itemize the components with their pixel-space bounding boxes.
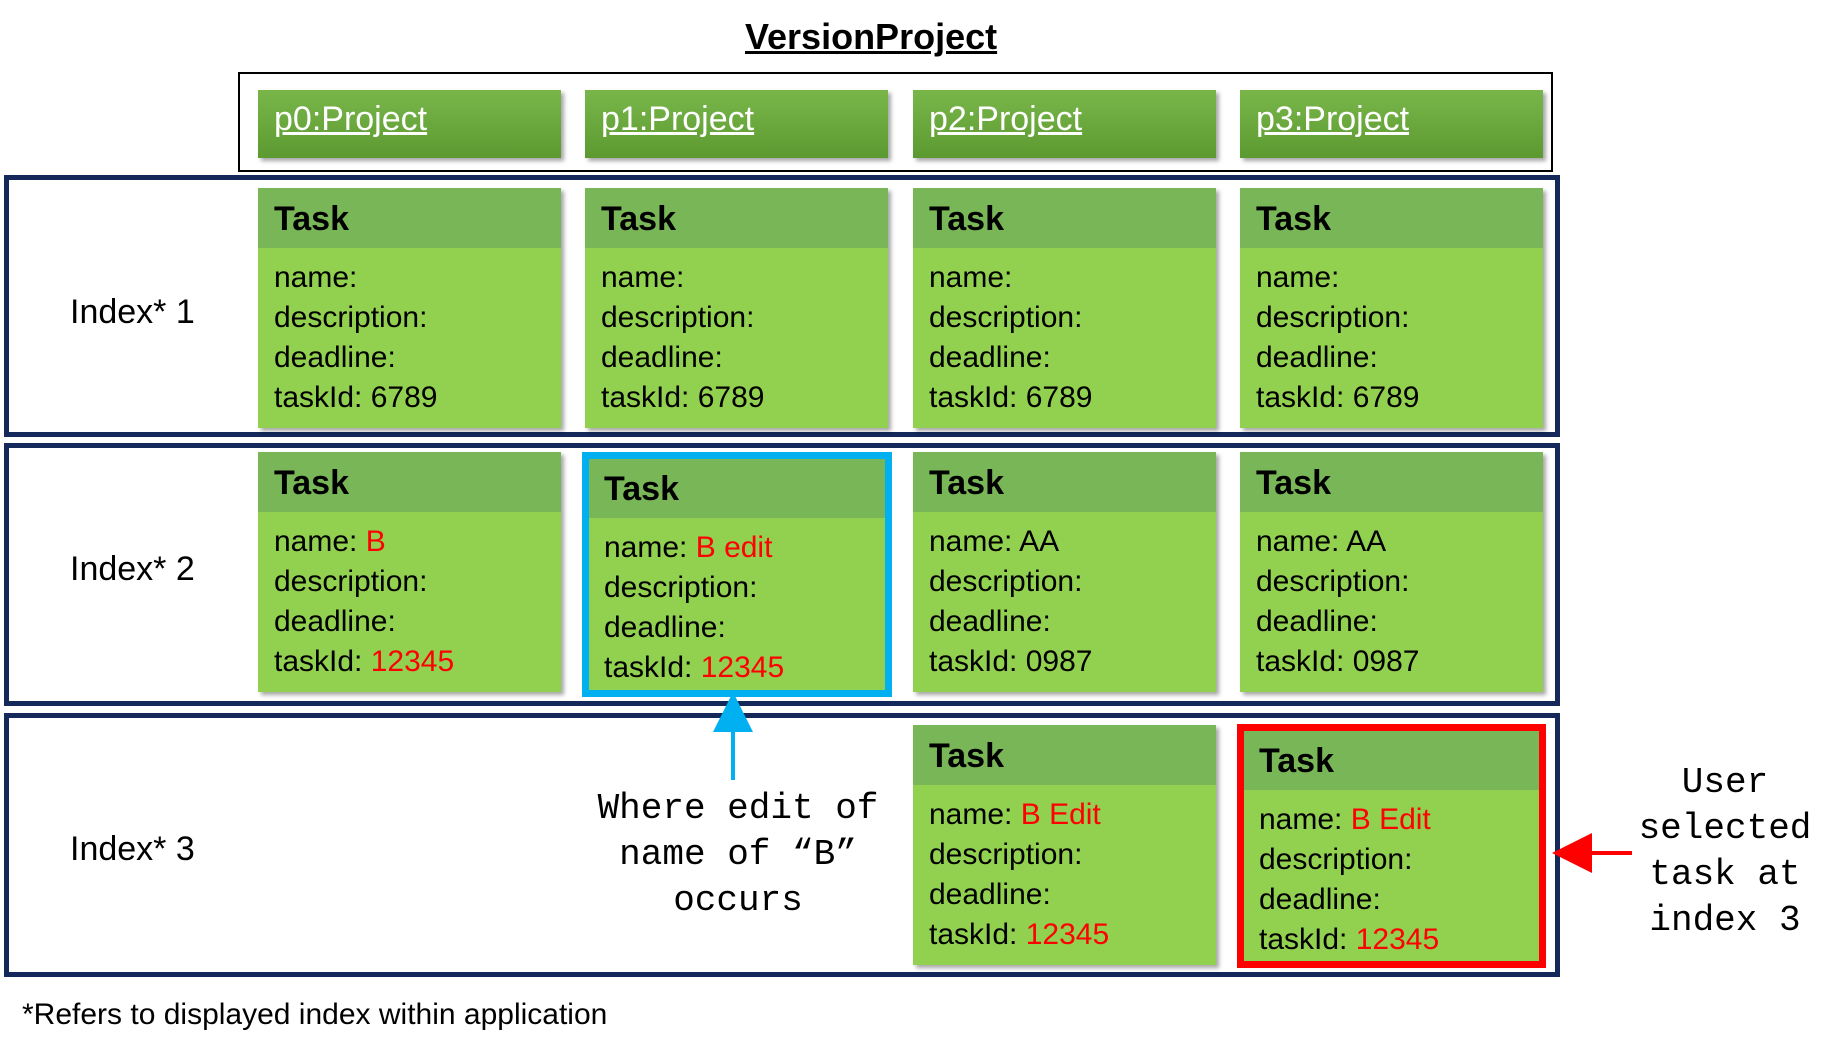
- edit-location-note: Where edit of name of “B” occurs: [597, 788, 879, 921]
- selected-highlight-box: [1237, 724, 1546, 968]
- row-label-index-3: Index* 3: [70, 830, 195, 868]
- row-label-index-1: Index* 1: [70, 293, 195, 331]
- task-id: 0987: [1352, 645, 1420, 678]
- name-label: name:: [929, 525, 1020, 558]
- name-label: name:: [601, 261, 685, 294]
- task-id: 6789: [1025, 381, 1093, 414]
- deadline-label: deadline:: [929, 605, 1051, 638]
- taskid-label: taskId:: [1256, 645, 1353, 678]
- task-header: Task: [258, 452, 561, 512]
- task-header: Task: [585, 188, 888, 248]
- task-card: Task name: AA description: deadline: tas…: [913, 452, 1216, 692]
- task-id: 6789: [1352, 381, 1420, 414]
- task-header: Task: [913, 188, 1216, 248]
- task-card-edited: Task name: B edit description: deadline:…: [588, 458, 885, 690]
- task-id: 12345: [1355, 923, 1440, 956]
- task-id: 12345: [370, 645, 455, 678]
- project-p0: p0:Project: [258, 90, 561, 158]
- description-label: description:: [1256, 565, 1410, 598]
- task-name: B edit: [695, 531, 773, 564]
- task-name: B Edit: [1020, 798, 1101, 831]
- row-label-index-2: Index* 2: [70, 550, 195, 588]
- task-header: Task: [1240, 452, 1543, 512]
- taskid-label: taskId:: [274, 645, 371, 678]
- description-label: description:: [929, 565, 1083, 598]
- task-name: B: [365, 525, 386, 558]
- task-id: 6789: [370, 381, 438, 414]
- deadline-label: deadline:: [274, 605, 396, 638]
- task-header: Task: [913, 452, 1216, 512]
- taskid-label: taskId:: [601, 381, 698, 414]
- description-label: description:: [1259, 843, 1413, 876]
- description-label: description:: [274, 301, 428, 334]
- task-header: Task: [588, 458, 885, 518]
- task-name: AA: [1346, 525, 1387, 558]
- deadline-label: deadline:: [929, 878, 1051, 911]
- name-label: name:: [274, 261, 358, 294]
- name-label: name:: [929, 261, 1013, 294]
- project-p1: p1:Project: [585, 90, 888, 158]
- name-label: name:: [604, 531, 696, 564]
- edit-highlight-box: [582, 452, 892, 697]
- deadline-label: deadline:: [601, 341, 723, 374]
- name-label: name:: [929, 798, 1021, 831]
- description-label: description:: [929, 838, 1083, 871]
- task-header: Task: [913, 725, 1216, 785]
- task-header: Task: [258, 188, 561, 248]
- deadline-label: deadline:: [1259, 883, 1381, 916]
- name-label: name:: [1256, 525, 1347, 558]
- task-name: B Edit: [1350, 803, 1431, 836]
- name-label: name:: [274, 525, 366, 558]
- description-label: description:: [274, 565, 428, 598]
- task-id: 6789: [697, 381, 765, 414]
- task-card: Task name: AA description: deadline: tas…: [1240, 452, 1543, 692]
- deadline-label: deadline:: [1256, 341, 1378, 374]
- deadline-label: deadline:: [1256, 605, 1378, 638]
- task-header: Task: [1240, 188, 1543, 248]
- user-selection-note: User selected task at index 3: [1638, 762, 1812, 941]
- task-id: 12345: [1025, 918, 1110, 951]
- name-label: name:: [1256, 261, 1340, 294]
- deadline-label: deadline:: [274, 341, 396, 374]
- project-p2: p2:Project: [913, 90, 1216, 158]
- task-card-selected: Task name: B Edit description: deadline:…: [1243, 730, 1540, 962]
- taskid-label: taskId:: [274, 381, 371, 414]
- deadline-label: deadline:: [604, 611, 726, 644]
- project-p3: p3:Project: [1240, 90, 1543, 158]
- taskid-label: taskId:: [929, 645, 1026, 678]
- task-card: Task name: description: deadline: taskId…: [258, 188, 561, 428]
- name-label: name:: [1259, 803, 1351, 836]
- description-label: description:: [604, 571, 758, 604]
- taskid-label: taskId:: [1256, 381, 1353, 414]
- task-card: Task name: B Edit description: deadline:…: [913, 725, 1216, 965]
- deadline-label: deadline:: [929, 341, 1051, 374]
- description-label: description:: [601, 301, 755, 334]
- footnote: *Refers to displayed index within applic…: [22, 998, 608, 1031]
- task-card: Task name: B description: deadline: task…: [258, 452, 561, 692]
- description-label: description:: [929, 301, 1083, 334]
- task-card: Task name: description: deadline: taskId…: [585, 188, 888, 428]
- taskid-label: taskId:: [604, 651, 701, 684]
- task-card: Task name: description: deadline: taskId…: [913, 188, 1216, 428]
- diagram-title: VersionProject: [745, 16, 998, 57]
- task-header: Task: [1243, 730, 1540, 790]
- task-card: Task name: description: deadline: taskId…: [1240, 188, 1543, 428]
- taskid-label: taskId:: [929, 918, 1026, 951]
- taskid-label: taskId:: [929, 381, 1026, 414]
- task-id: 12345: [700, 651, 785, 684]
- description-label: description:: [1256, 301, 1410, 334]
- task-name: AA: [1019, 525, 1060, 558]
- task-id: 0987: [1025, 645, 1093, 678]
- taskid-label: taskId:: [1259, 923, 1356, 956]
